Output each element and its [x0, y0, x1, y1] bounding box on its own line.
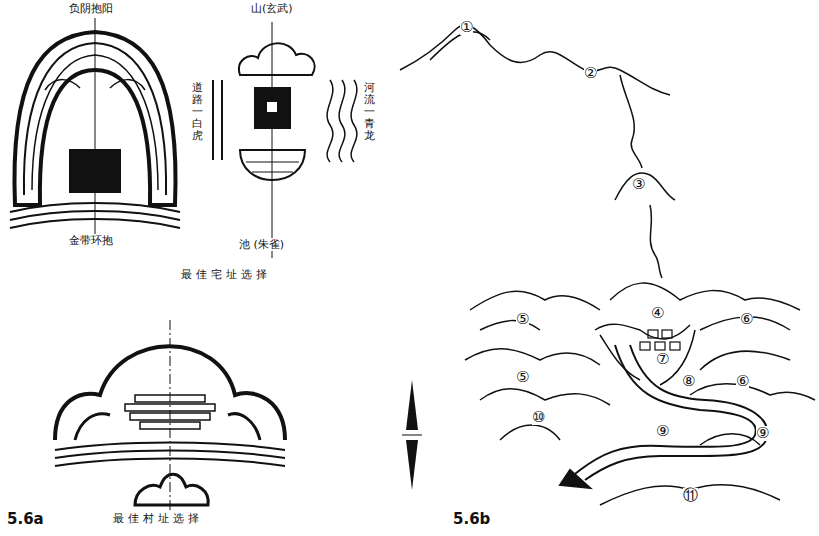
callout-number: ⑪: [683, 488, 698, 503]
callout-number: ③: [632, 177, 645, 192]
site-note: 金带环抱: [68, 234, 114, 247]
site-note: 河流一青龙: [363, 82, 376, 142]
callout-number: ⑨: [756, 426, 769, 441]
callout-number: ⑤: [516, 312, 529, 327]
site-note: 山(玄武): [250, 2, 294, 15]
callout-number: ④: [651, 306, 664, 321]
figure-number: 5.6a: [6, 510, 45, 528]
figure-caption: 最佳村址选择: [112, 512, 204, 525]
callout-number: ⑥: [740, 312, 753, 327]
callout-number: ①: [460, 20, 473, 35]
callout-number: ⑧: [682, 374, 695, 389]
callout-number: ②: [584, 66, 597, 81]
callout-number: ⑥: [736, 374, 749, 389]
figure-caption: 最佳宅址选择: [180, 268, 272, 281]
callout-number: ⑩: [532, 410, 545, 425]
site-note: 池 (朱雀): [238, 238, 285, 251]
figure-number: 5.6b: [452, 510, 491, 528]
callout-number: ⑦: [656, 352, 669, 367]
site-note: 负阴抱阳: [68, 2, 114, 15]
callout-number: ⑤: [516, 370, 529, 385]
site-note: 道路一白虎: [191, 82, 204, 142]
callout-number: ⑨: [656, 424, 669, 439]
